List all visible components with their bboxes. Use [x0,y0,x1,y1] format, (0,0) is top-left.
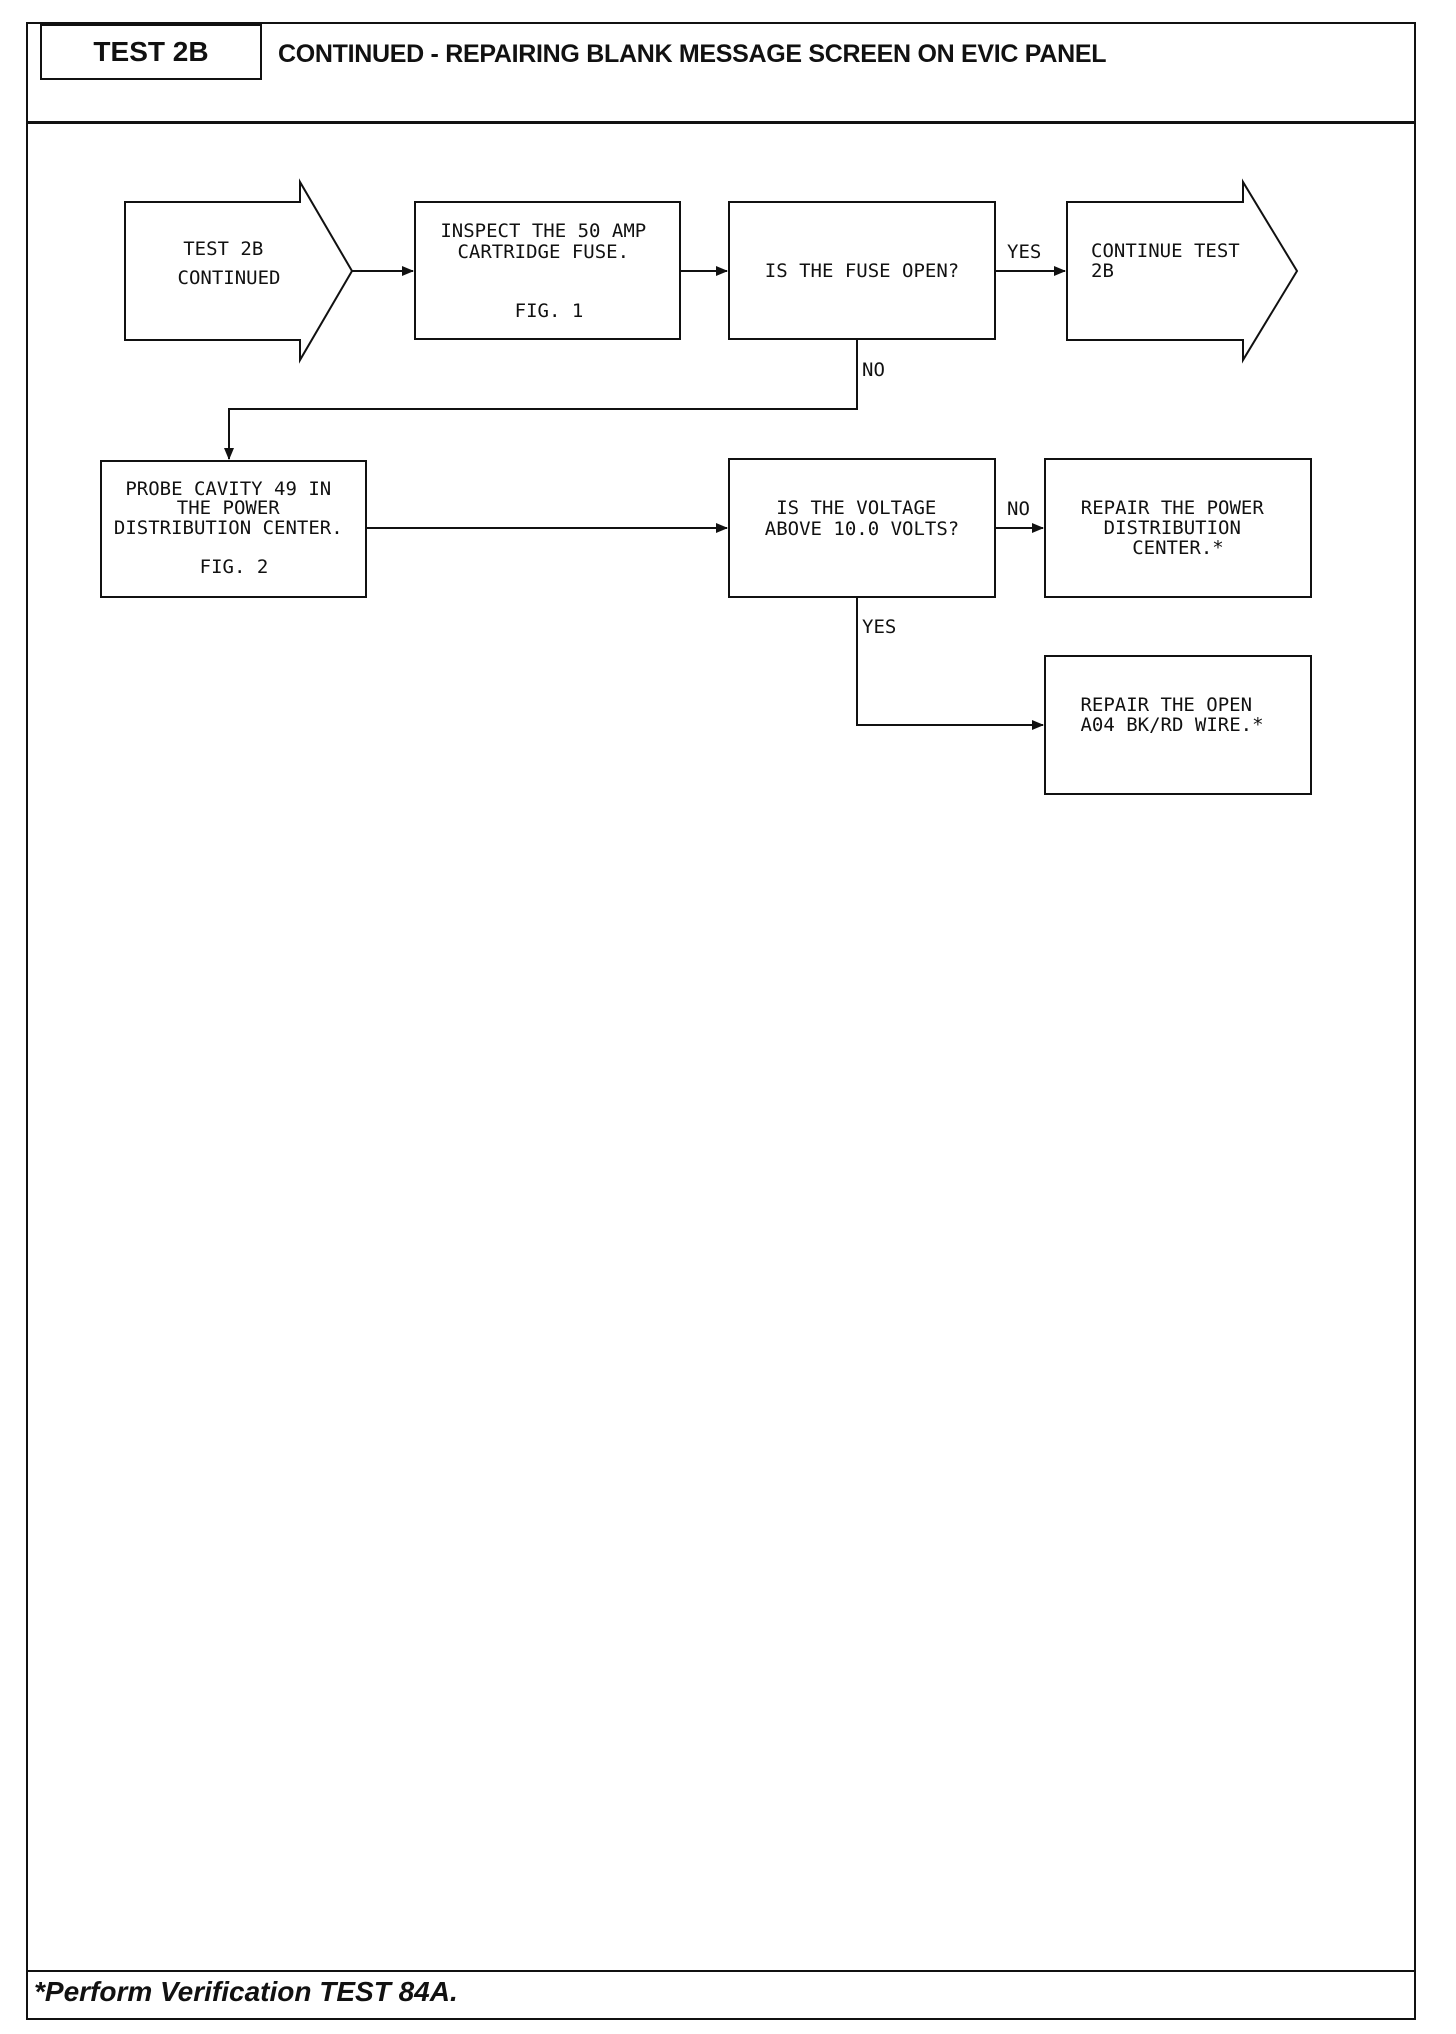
probe-line: FIG. 2 [200,556,269,578]
page-frame [26,22,1416,2020]
continue-line: 2B [1091,260,1114,282]
fuse-open-decision-node [728,201,996,340]
probe-line: DISTRIBUTION CENTER. [114,517,343,539]
start-line: CONTINUED [178,267,281,289]
repair-pdc-line: DISTRIBUTION [1104,517,1241,539]
repair-pdc-text: REPAIR THE POWER DISTRIBUTION CENTER.* [1081,497,1275,559]
probe-line: THE POWER [177,497,281,519]
repair-pdc-node [1044,458,1312,598]
edge-label-yes: YES [862,616,896,638]
edge-decision-no [224,339,858,460]
inspect-line: CARTRIDGE FUSE. [457,241,629,263]
probe-cavity-text: PROBE CAVITY 49 IN THE POWER DISTRIBUTIO… [114,478,354,578]
continue-test-node-arrow [1066,178,1299,364]
page-title: CONTINUED - REPAIRING BLANK MESSAGE SCRE… [278,40,1107,68]
continue-test-text: CONTINUE TEST 2B [1091,240,1251,282]
probe-cavity-node [100,460,367,598]
edge-label-yes: YES [1007,241,1041,263]
voltage-line: ABOVE 10.0 VOLTS? [765,518,959,540]
verification-footnote: *Perform Verification TEST 84A. [34,1976,458,2007]
voltage-line: IS THE VOLTAGE [776,497,936,519]
repair-pdc-line: CENTER.* [1132,537,1224,559]
repair-wire-line: REPAIR THE OPEN [1080,694,1252,716]
inspect-fuse-node [414,201,681,340]
continue-line: CONTINUE TEST [1091,240,1240,262]
decision-line: IS THE FUSE OPEN? [765,260,959,282]
voltage-check-text: IS THE VOLTAGE ABOVE 10.0 VOLTS? [765,497,959,540]
repair-pdc-line: REPAIR THE POWER [1081,497,1265,519]
repair-wire-node [1044,655,1312,795]
inspect-line: INSPECT THE 50 AMP [440,220,646,242]
inspect-line: FIG. 1 [515,300,584,322]
footer-divider [26,1970,1416,1972]
fuse-open-text: IS THE FUSE OPEN? [765,260,959,282]
start-node-arrow [124,178,354,364]
repair-wire-text: REPAIR THE OPEN A04 BK/RD WIRE.* [1080,694,1263,736]
start-line: TEST 2B [183,238,263,260]
edge-label-no: NO [1007,498,1030,520]
test-number-box: TEST 2B [40,24,262,80]
voltage-decision-node [728,458,996,598]
inspect-fuse-text: INSPECT THE 50 AMP CARTRIDGE FUSE. FIG. … [440,220,657,322]
repair-wire-line: A04 BK/RD WIRE.* [1080,714,1263,736]
probe-line: PROBE CAVITY 49 IN [125,478,331,500]
edge-voltage-yes [856,597,1044,730]
header-divider [26,121,1416,124]
start-node-text: TEST 2B CONTINUED [178,238,281,289]
edge-label-no: NO [862,359,885,381]
